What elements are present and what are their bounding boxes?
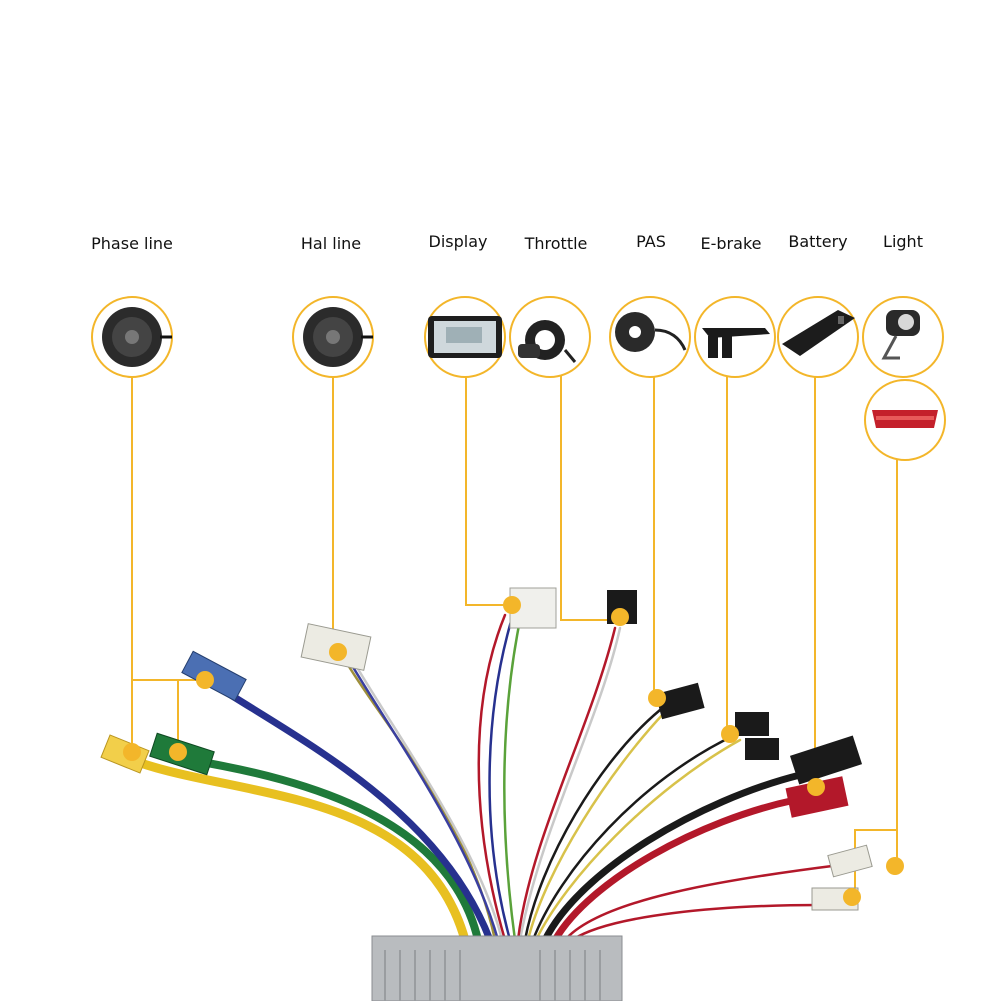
connector-e-brake-2 xyxy=(745,738,779,760)
dot-e-brake xyxy=(721,725,739,743)
frame-battery-icon xyxy=(782,310,855,356)
tail-light-icon xyxy=(872,410,938,428)
wires xyxy=(115,613,842,945)
brake-lever-icon xyxy=(702,328,770,358)
controller-body xyxy=(371,935,623,1001)
component-throttle xyxy=(509,296,591,378)
component-light xyxy=(862,296,944,378)
lcd-display-icon xyxy=(428,316,502,358)
leader-throttle xyxy=(560,375,620,621)
pedal-sensor-icon xyxy=(615,312,687,352)
component-tail-light xyxy=(864,379,946,461)
wire-phase-blue xyxy=(211,681,494,944)
component-phase-line xyxy=(91,296,173,378)
wire-hal-3 xyxy=(353,662,504,942)
wire-display-2 xyxy=(488,616,514,942)
wire-throttle-1 xyxy=(518,626,622,942)
wire-brake-2 xyxy=(534,738,742,942)
dot-light-2 xyxy=(843,888,861,906)
head-light-icon xyxy=(881,310,920,360)
connector-light-1 xyxy=(827,844,873,878)
connector-pas xyxy=(655,682,705,720)
dot-pas xyxy=(648,689,666,707)
wire-phase-green xyxy=(186,756,482,944)
label-hal-line: Hal line xyxy=(300,234,362,253)
dot-phase-blue xyxy=(196,671,214,689)
wire-pas-1 xyxy=(523,708,662,942)
dot-hal xyxy=(329,643,347,661)
component-e-brake xyxy=(694,296,776,378)
connection-dots xyxy=(123,596,904,906)
dot-phase-yellow xyxy=(123,743,141,761)
controller xyxy=(371,935,623,1001)
wire-light-1 xyxy=(563,863,842,942)
connector-battery-red xyxy=(785,776,849,818)
leader-lines xyxy=(131,375,898,898)
component-pas xyxy=(609,296,691,378)
wire-hal-2 xyxy=(348,660,500,942)
hub-motor-icon xyxy=(303,307,373,367)
wire-battery-black xyxy=(541,771,804,944)
dot-phase-green xyxy=(169,743,187,761)
dot-throttle xyxy=(611,608,629,626)
leader-light-branch xyxy=(854,829,897,898)
wire-throttle-2 xyxy=(516,626,617,942)
dot-display xyxy=(503,596,521,614)
wire-phase-yellow xyxy=(115,750,470,945)
connector-e-brake-1 xyxy=(735,712,769,736)
wire-display-3 xyxy=(503,618,522,942)
component-battery xyxy=(777,296,859,378)
wire-battery-red xyxy=(551,796,799,944)
label-display: Display xyxy=(428,232,488,251)
hub-motor-icon xyxy=(102,307,172,367)
wire-brake-1 xyxy=(531,733,737,942)
thumb-throttle-icon xyxy=(518,320,577,363)
label-e-brake: E-brake xyxy=(700,234,762,253)
dot-light-1 xyxy=(886,857,904,875)
wire-pas-2 xyxy=(526,710,667,942)
dot-battery xyxy=(807,778,825,796)
connector-phase-blue xyxy=(181,650,247,702)
component-display xyxy=(424,296,506,378)
connector-battery-black xyxy=(789,735,863,785)
controller-fins xyxy=(384,950,601,1001)
label-light: Light xyxy=(883,232,923,251)
label-battery: Battery xyxy=(788,232,848,251)
leader-display xyxy=(465,375,512,606)
label-throttle: Throttle xyxy=(524,234,588,253)
wire-display-1 xyxy=(477,613,507,942)
component-hal-line xyxy=(292,296,374,378)
wire-light-2 xyxy=(570,903,822,942)
label-phase-line: Phase line xyxy=(91,234,173,253)
label-pas: PAS xyxy=(636,232,666,251)
